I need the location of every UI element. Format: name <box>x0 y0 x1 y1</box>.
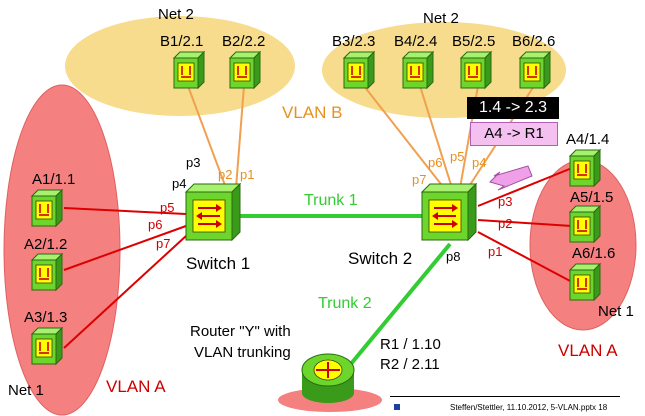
s2-port-p8: p8 <box>446 249 461 264</box>
host-b6-icon <box>519 51 551 89</box>
s2-port-p5: p5 <box>450 149 465 164</box>
footer-bullet-icon <box>394 404 400 410</box>
link-a4-s2 <box>477 167 573 207</box>
host-a3-icon <box>31 327 63 365</box>
s2-port-p3: p3 <box>498 194 513 209</box>
net1-left-label: Net 1 <box>8 382 44 399</box>
host-a4-label: A4/1.4 <box>566 131 610 148</box>
link-a6-s2 <box>477 231 573 283</box>
s1-port-p5: p5 <box>160 200 175 215</box>
host-a1-icon <box>31 189 63 227</box>
frame-annotation-pink: A4 -> R1 <box>470 122 558 146</box>
router-address-2: R2 / 2.11 <box>380 356 440 373</box>
link-b4-s2 <box>419 85 453 189</box>
vlan-a-right-label: VLAN A <box>558 341 618 360</box>
host-b1-label: B1/2.1 <box>160 33 204 50</box>
s2-port-p1: p1 <box>488 244 503 259</box>
s1-port-p4: p4 <box>172 176 187 191</box>
net2-right-label: Net 2 <box>423 10 459 27</box>
host-b1-icon <box>173 51 205 89</box>
host-b2-label: B2/2.2 <box>222 33 266 50</box>
link-a5-s2 <box>477 219 573 227</box>
trunk-2-link <box>334 242 452 384</box>
host-a6-label: A6/1.6 <box>572 245 616 262</box>
net2-left-label: Net 2 <box>158 6 194 23</box>
host-a1-label: A1/1.1 <box>32 171 76 188</box>
host-a5-icon <box>569 205 601 243</box>
s1-port-p6: p6 <box>148 217 163 232</box>
link-b1-s1 <box>187 85 227 189</box>
router-label-line2: VLAN trunking <box>194 344 291 361</box>
s1-port-p1: p1 <box>240 167 255 182</box>
trunk-1-label: Trunk 1 <box>304 192 358 209</box>
host-b4-label: B4/2.4 <box>394 33 438 50</box>
footer-divider <box>390 396 620 397</box>
switch-1-label: Switch 1 <box>186 254 251 273</box>
frame-annotation-black: 1.4 -> 2.3 <box>467 97 559 119</box>
vlan-b-right-area <box>322 22 566 118</box>
host-a2-label: A2/1.2 <box>24 236 68 253</box>
s2-port-p6: p6 <box>428 155 443 170</box>
vlan-b-label: VLAN B <box>282 103 343 122</box>
vlan-a-left-label: VLAN A <box>106 377 166 396</box>
host-b4-icon <box>402 51 434 89</box>
switch-1-icon <box>185 183 241 241</box>
s1-port-p3: p3 <box>186 155 201 170</box>
link-a1-s1 <box>63 207 187 215</box>
link-b2-s1 <box>235 85 245 189</box>
host-b3-icon <box>343 51 375 89</box>
host-b5-label: B5/2.5 <box>452 33 496 50</box>
router-address-1: R1 / 1.10 <box>380 336 441 353</box>
host-b3-label: B3/2.3 <box>332 33 376 50</box>
trunk-2-label: Trunk 2 <box>318 295 372 312</box>
net1-right-label: Net 1 <box>598 303 634 320</box>
link-a2-s1 <box>63 225 187 271</box>
s2-port-p4: p4 <box>472 155 487 170</box>
host-b6-label: B6/2.6 <box>512 33 556 50</box>
s1-port-p7: p7 <box>156 236 171 251</box>
router-label-line1: Router "Y" with <box>190 323 291 340</box>
s2-port-p7: p7 <box>412 172 427 187</box>
host-a2-icon <box>31 253 63 291</box>
host-a3-label: A3/1.3 <box>24 309 68 326</box>
switch-2-label: Switch 2 <box>348 249 413 268</box>
footer-text: Steffen/Stettler, 11.10.2012, 5-VLAN.ppt… <box>450 403 608 412</box>
pink-arrow-icon <box>489 165 533 191</box>
switch-2-icon <box>421 183 477 241</box>
link-b3-s2 <box>363 85 445 189</box>
link-a3-s1 <box>63 235 187 349</box>
router-icon <box>278 353 382 412</box>
s1-port-p2: p2 <box>218 167 233 182</box>
host-b5-icon <box>460 51 492 89</box>
host-a5-label: A5/1.5 <box>570 189 614 206</box>
host-a4-icon <box>569 149 601 187</box>
host-a6-icon <box>569 263 601 301</box>
s2-port-p2: p2 <box>498 216 513 231</box>
host-b2-icon <box>229 51 261 89</box>
